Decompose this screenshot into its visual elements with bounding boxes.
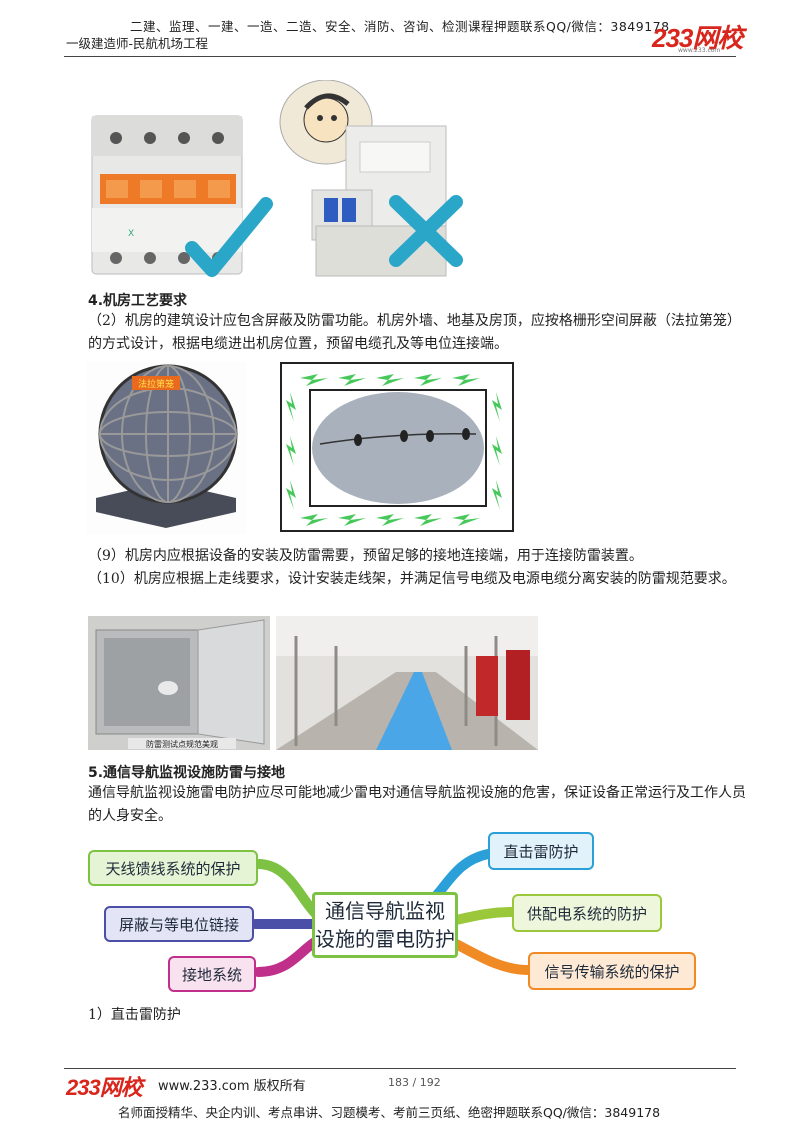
- mindmap-node-shielding-bonding: 屏蔽与等电位链接: [104, 906, 254, 942]
- mindmap-center-line2: 设施的雷电防护: [315, 927, 455, 951]
- mindmap-node-signal-transmission: 信号传输系统的保护: [528, 952, 696, 990]
- section5-sub1: 1）直击雷防护: [88, 1007, 181, 1023]
- footer-bottom-line: 名师面授精华、央企内训、考点串讲、习题模考、考前三页纸、绝密押题联系QQ/微信：…: [118, 1105, 661, 1120]
- section5-paragraph: 通信导航监视设施雷电防护应尽可能地减少雷电对通信导航监视设施的危害，保证设备正常…: [88, 785, 746, 824]
- section4-paragraph-2: （2）机房的建筑设计应包含屏蔽及防雷功能。机房外墙、地基及房顶，应按格栅形空间屏…: [88, 313, 734, 352]
- mindmap-center-node: 通信导航监视 设施的雷电防护: [312, 892, 458, 958]
- section5-heading: 5.通信导航监视设施防雷与接地: [88, 765, 286, 781]
- mindmap-node-grounding: 接地系统: [168, 956, 256, 992]
- header-logo-sub: www.233.com: [678, 47, 721, 54]
- grounding-test-cabinet-image: 防雷测试点规范美观: [88, 616, 270, 750]
- lightning-shield-frame-image: [280, 362, 514, 532]
- svg-text:X: X: [128, 229, 134, 239]
- footer-site: www.233.com 版权所有: [158, 1079, 306, 1094]
- cabinet-caption: 防雷测试点规范美观: [146, 739, 218, 749]
- header-courses-line: 二建、监理、一建、一造、二造、安全、消防、咨询、检测课程押题联系QQ/微信：38…: [130, 19, 670, 34]
- mindmap-node-power-supply: 供配电系统的防护: [512, 894, 662, 932]
- section4-paragraph-9: （9）机房内应根据设备的安装及防雷需要，预留足够的接地连接端，用于连接防雷装置。: [88, 548, 643, 564]
- section4-paragraph-10: （10）机房应根据上走线要求，设计安装走线架，并满足信号电缆及电源电缆分离安装的…: [88, 571, 736, 587]
- footer-logo: 233网校: [66, 1075, 143, 1100]
- header-doc-title: 一级建造师-民航机场工程: [66, 36, 209, 51]
- footer-divider: [64, 1068, 736, 1069]
- header-divider: [64, 56, 736, 57]
- mindmap-node-direct-lightning: 直击雷防护: [488, 832, 594, 870]
- header-logo: 233网校: [652, 23, 743, 53]
- faraday-cage-image: 法拉第笼: [86, 362, 246, 534]
- footer-page-number: 183 / 192: [388, 1076, 441, 1089]
- section4-heading: 4.机房工艺要求: [88, 293, 188, 309]
- cable-tray-room-image: [276, 616, 538, 750]
- mindmap-node-antenna-feeder: 天线馈线系统的保护: [88, 850, 258, 886]
- circuit-breaker-correct-image: X: [91, 115, 273, 277]
- faraday-cage-label: 法拉第笼: [138, 378, 174, 390]
- circuit-breaker-wrong-image: [279, 80, 463, 277]
- mindmap-center-line1: 通信导航监视: [325, 899, 445, 923]
